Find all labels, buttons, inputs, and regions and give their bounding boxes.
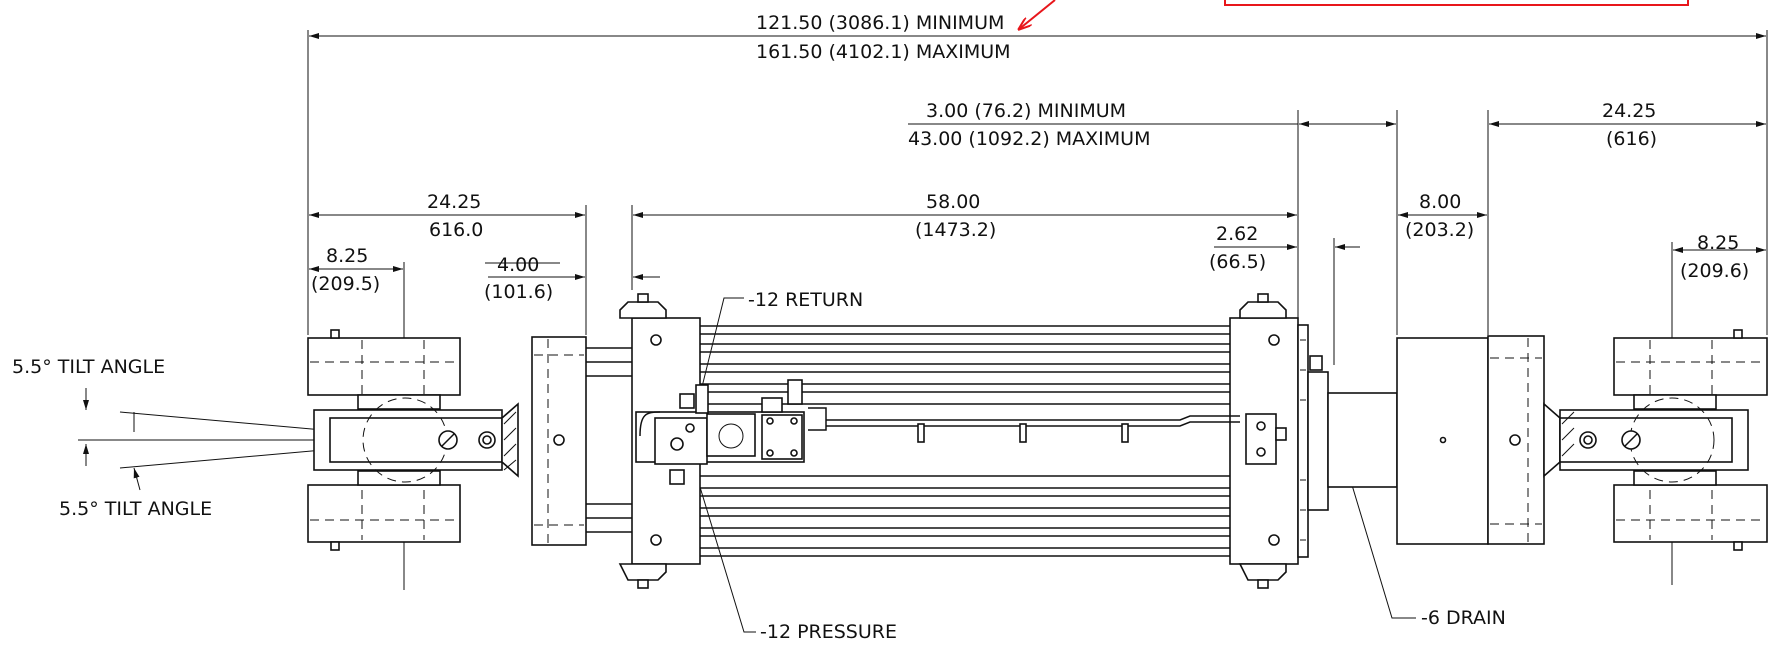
left-end-text: 24.25 (427, 191, 481, 213)
tie-rods (700, 325, 1230, 557)
dimension-lines (309, 33, 1766, 280)
left-flange (531, 336, 632, 546)
dimension-text: 121.50 (3086.1) MINIMUM 161.50 (4102.1) … (311, 12, 1749, 303)
overall-min-text: 121.50 (3086.1) MINIMUM (756, 12, 1004, 34)
return-port-label: -12 RETURN (748, 289, 863, 311)
body-length-text: 58.00 (926, 191, 980, 213)
stroke-max-text: 43.00 (1092.2) MAXIMUM (908, 128, 1150, 150)
left-pin-text: 8.25 (326, 245, 368, 267)
rod-gap-text: 8.00 (1419, 191, 1461, 213)
overall-max-text: 161.50 (4102.1) MAXIMUM (756, 41, 1011, 63)
flange-mm-text: (101.6) (484, 281, 553, 303)
drain-port-label: -6 DRAIN (1421, 607, 1506, 629)
flange-text: 4.00 (497, 254, 539, 276)
right-end-text: 24.25 (1602, 100, 1656, 122)
right-pin-text: 8.25 (1697, 232, 1739, 254)
tilt-bottom-label: 5.5° TILT ANGLE (59, 498, 212, 520)
redline-markup (1018, 0, 1689, 30)
right-end-mm-text: (616) (1606, 128, 1657, 150)
left-end-mm-text: 616.0 (429, 219, 483, 241)
pressure-port-label: -12 PRESSURE (760, 621, 897, 643)
left-trunnion-assembly (307, 329, 519, 551)
rod-gap-mm-text: (203.2) (1405, 219, 1474, 241)
tilt-top-label: 5.5° TILT ANGLE (12, 356, 165, 378)
right-trunnion-assembly (1559, 329, 1768, 551)
lifting-lugs (618, 293, 1287, 589)
stroke-min-text: 3.00 (76.2) MINIMUM (926, 100, 1126, 122)
left-pin-mm-text: (209.5) (311, 273, 380, 295)
rod-gland (1396, 335, 1561, 545)
hydraulic-manifold (635, 379, 1287, 485)
end-plate-mm-text: (66.5) (1209, 251, 1266, 273)
end-plate-text: 2.62 (1216, 223, 1258, 245)
body-length-mm-text: (1473.2) (915, 219, 996, 241)
right-pin-mm-text: (209.6) (1680, 260, 1749, 282)
annotation-text: 5.5° TILT ANGLE 5.5° TILT ANGLE -12 RETU… (12, 289, 1506, 643)
